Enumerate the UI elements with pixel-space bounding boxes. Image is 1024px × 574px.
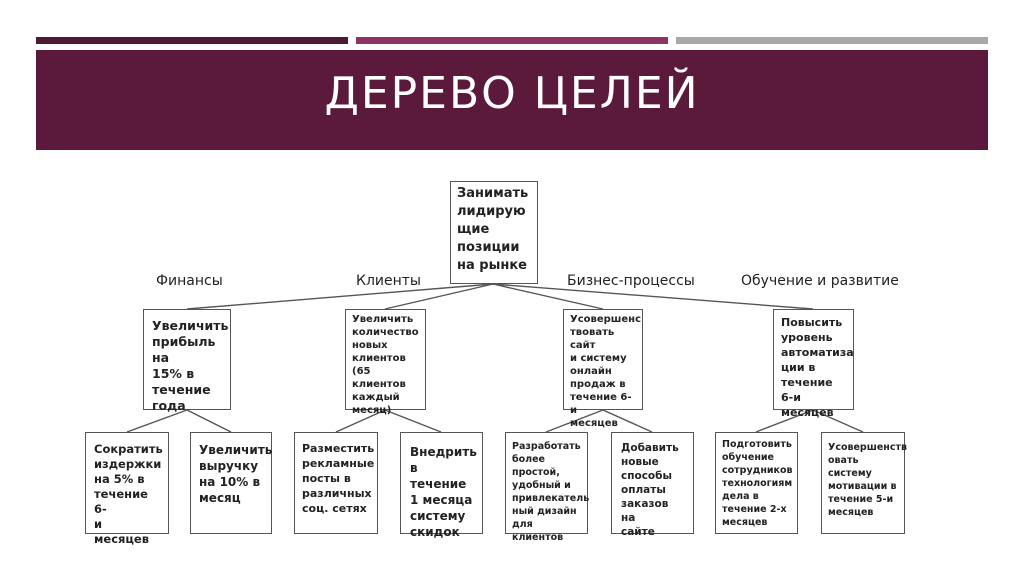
connector-business-b1 — [545, 409, 604, 433]
connector-clients-c1 — [335, 409, 386, 433]
node-clients-discounts: Внедрить в течение 1 месяца систему скид… — [400, 432, 483, 539]
node-finance-costs: Сократить издержки на 5% в течение 6- и … — [85, 432, 169, 546]
category-business: Бизнес-процессы — [567, 273, 695, 289]
category-finance: Финансы — [156, 273, 223, 289]
connector-finance-f2 — [186, 409, 232, 433]
node-finance: Увеличить прибыль на 15% в течение года — [143, 309, 231, 413]
node-learning: Повысить уровень автоматиза ции в течени… — [773, 309, 854, 419]
category-learning: Обучение и развитие — [741, 273, 899, 289]
node-business-design: Разработать более простой, удобный и при… — [505, 432, 589, 543]
connector-root-business — [492, 283, 604, 310]
connector-learning-l1 — [755, 409, 814, 433]
title-banner: ДЕРЕВО ЦЕЛЕЙ — [36, 50, 988, 150]
node-business: Усовершенс твовать сайт и систему онлайн… — [563, 309, 643, 429]
connector-clients-c2 — [384, 409, 442, 433]
connector-business-b2 — [602, 409, 653, 433]
accent-bar-dark — [36, 37, 348, 44]
node-root: Занимать лидирую щие позиции на рынке — [450, 181, 538, 284]
category-clients: Клиенты — [356, 273, 421, 289]
node-learning-training: Подготовить обучение сотрудников техноло… — [715, 432, 798, 534]
connector-root-learning — [492, 283, 814, 310]
connector-learning-l2 — [812, 409, 864, 433]
page-title: ДЕРЕВО ЦЕЛЕЙ — [324, 68, 700, 119]
accent-bar-magenta — [356, 37, 668, 44]
node-clients: Увеличить количество новых клиентов (65 … — [345, 309, 426, 416]
accent-bar-gray — [676, 37, 988, 44]
connector-root-finance — [186, 283, 494, 310]
node-clients-ads: Разместить рекламные посты в различных с… — [294, 432, 378, 534]
connector-finance-f1 — [126, 409, 188, 433]
connector-root-clients — [384, 283, 494, 310]
node-finance-revenue: Увеличить выручку на 10% в месяц — [190, 432, 272, 534]
node-learning-motivation: Усовершенств овать систему мотивации в т… — [821, 432, 907, 534]
node-business-payments: Добавить новые способы оплаты заказов на… — [611, 432, 694, 538]
